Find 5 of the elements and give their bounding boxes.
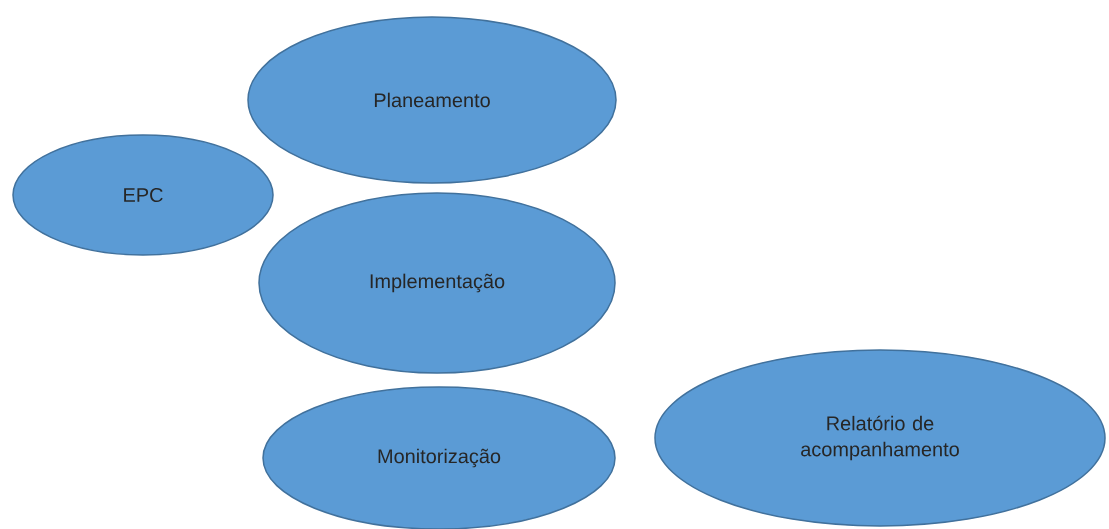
ellipse-node: Implementação bbox=[258, 192, 616, 374]
ellipse-node: Relatório de acompanhamento bbox=[654, 349, 1106, 527]
ellipse-node: Planeamento bbox=[247, 16, 617, 184]
ellipse-node: Monitorização bbox=[262, 386, 616, 529]
ellipse-node: EPC bbox=[12, 134, 274, 256]
